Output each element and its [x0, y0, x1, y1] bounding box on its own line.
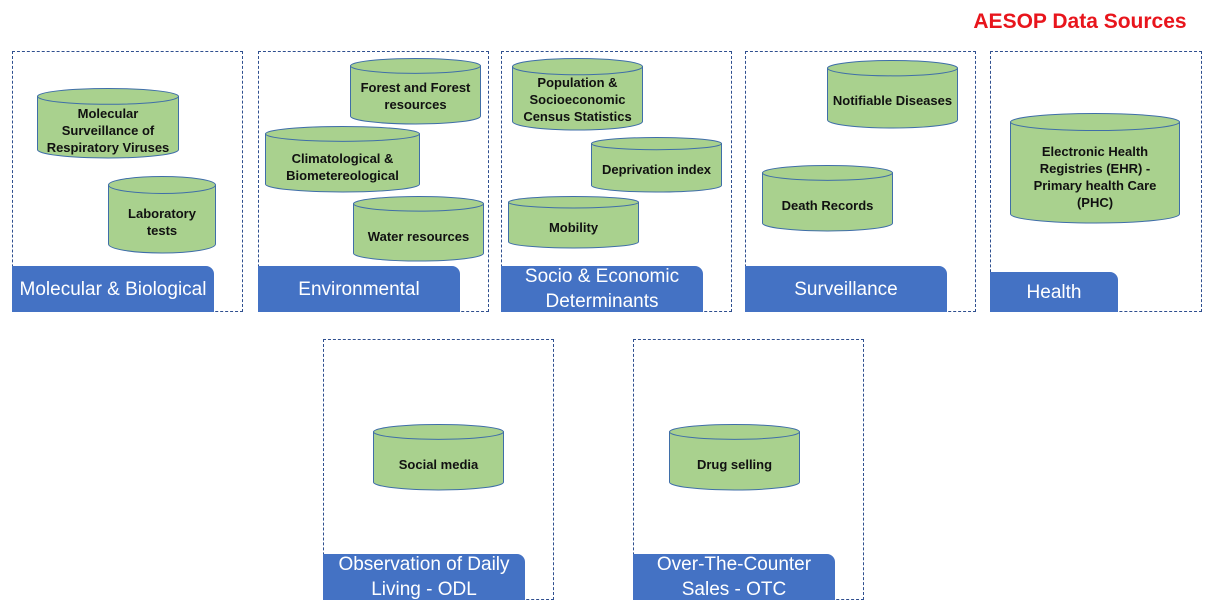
- cylinder-label: Water resources: [367, 229, 470, 244]
- cylinder-label: Population & Socioeconomic Census Statis…: [523, 74, 632, 124]
- cylinder-deprivation-index: Deprivation index: [591, 137, 722, 193]
- cylinder-body: [669, 431, 800, 491]
- cylinder-body: [1010, 121, 1180, 224]
- cylinder-top: [508, 196, 639, 209]
- group-molecular-tab: Molecular & Biological: [12, 266, 214, 312]
- group-odl-tab: Observation of Daily Living - ODL: [323, 554, 525, 600]
- cylinder-label: Forest and Forest resources: [360, 80, 471, 112]
- cylinder-top: [1010, 113, 1180, 131]
- cylinder-label: Social media: [398, 456, 479, 472]
- cylinder-top: [762, 165, 893, 181]
- cylinder-top: [37, 87, 179, 105]
- cylinder-body: [37, 95, 179, 159]
- cylinder-top: [373, 424, 504, 440]
- cylinder-climatological: Climatological & Biometereological: [265, 126, 420, 193]
- cylinder-label: Molecular Surveillance of Respiratory Vi…: [46, 105, 170, 155]
- cylinder-top: [669, 424, 800, 440]
- cylinder-label: Climatological & Biometereological: [286, 151, 399, 183]
- cylinder-molecular-surveillance: Molecular Surveillance of Respiratory Vi…: [37, 87, 179, 159]
- cylinder-body: [373, 431, 504, 491]
- group-otc-tab: Over-The-Counter Sales - OTC: [633, 554, 835, 600]
- cylinder-label: Notifiable Diseases: [832, 92, 953, 108]
- diagram-title: AESOP Data Sources: [973, 10, 1187, 33]
- cylinder-body: [350, 65, 481, 125]
- cylinder-social-media: Social media: [373, 424, 504, 491]
- cylinder-forest-resources: Forest and Forest resources: [350, 58, 481, 125]
- cylinder-label: Laboratory tests: [128, 205, 196, 238]
- cylinder-ehr-phc: Electronic Health Registries (EHR) - Pri…: [1010, 113, 1180, 224]
- cylinder-death-records: Death Records: [762, 165, 893, 232]
- cylinder-body: [508, 201, 639, 249]
- cylinder-drug-selling: Drug selling: [669, 424, 800, 491]
- cylinder-body: [827, 67, 958, 129]
- group-environmental-tab: Environmental: [258, 266, 460, 312]
- cylinder-body: [762, 172, 893, 232]
- cylinder-mobility: Mobility: [508, 196, 639, 249]
- cylinder-top: [353, 196, 484, 212]
- cylinder-label: Mobility: [548, 219, 599, 235]
- cylinder-body: [265, 133, 420, 193]
- cylinder-body: [512, 66, 643, 131]
- cylinder-laboratory-tests: Laboratory tests: [108, 176, 216, 254]
- cylinder-label: Electronic Health Registries (EHR) - Pri…: [1033, 144, 1157, 210]
- cylinder-water-resources: Water resources: [353, 196, 484, 262]
- cylinder-top: [591, 137, 722, 151]
- cylinder-label: Death Records: [781, 197, 874, 213]
- cylinder-label: Deprivation index: [601, 162, 712, 177]
- cylinder-notifiable-diseases: Notifiable Diseases: [827, 60, 958, 129]
- cylinder-top: [827, 60, 958, 77]
- cylinder-body: [591, 143, 722, 193]
- group-socio-tab: Socio & Economic Determinants: [501, 266, 703, 312]
- cylinder-top: [350, 58, 481, 74]
- group-surveillance-tab: Surveillance: [745, 266, 947, 312]
- cylinder-body: [353, 203, 484, 262]
- cylinder-label: Drug selling: [696, 456, 773, 472]
- cylinder-top: [512, 58, 643, 76]
- cylinder-top: [108, 176, 216, 194]
- cylinder-top: [265, 126, 420, 142]
- cylinder-body: [108, 184, 216, 254]
- cylinder-population-census: Population & Socioeconomic Census Statis…: [512, 58, 643, 131]
- group-health-tab: Health: [990, 272, 1118, 312]
